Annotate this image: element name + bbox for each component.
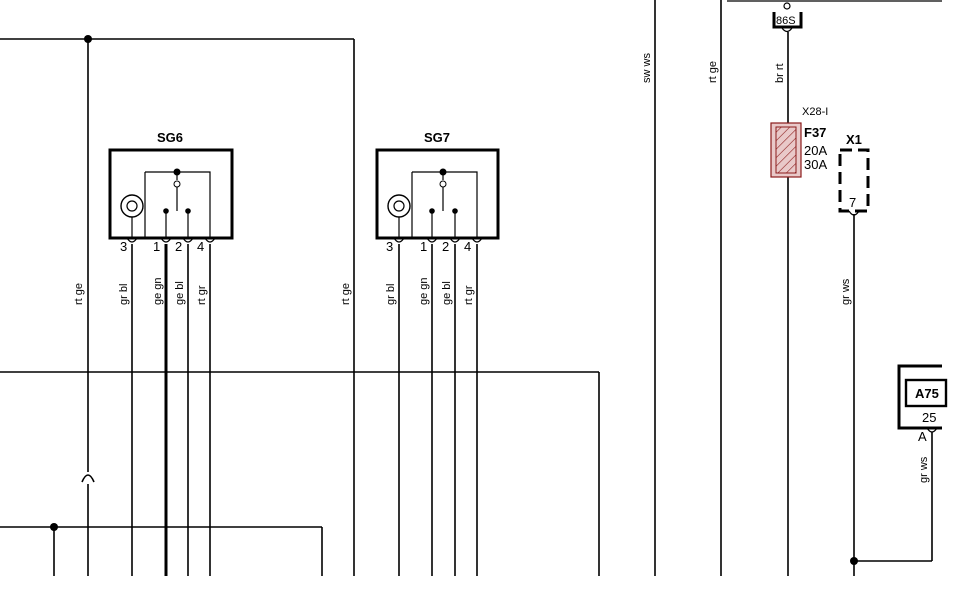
a75-pin-letter: A [918, 429, 927, 444]
sg7-internal-wire [412, 171, 478, 238]
wire-label-rt-gr: rt gr [196, 285, 208, 305]
sg6-pin-label: 4 [197, 239, 204, 254]
pin-connector [182, 237, 194, 243]
pin-connector [393, 237, 405, 243]
pin-connector [848, 210, 860, 216]
wire-label-gr-ws: gr ws [918, 456, 930, 483]
wire-label-ge-gn: ge gn [152, 277, 164, 305]
wire-network [0, 0, 942, 576]
sg6-pin-label: 1 [153, 239, 160, 254]
pin-connector [126, 237, 138, 243]
pin-connector [449, 237, 461, 243]
wire-label-gr-bl: gr bl [385, 284, 397, 305]
wire-label-rt-ge: rt ge [340, 283, 352, 305]
wire-label-gr-ws: gr ws [840, 278, 852, 305]
wire-label-gr-bl: gr bl [118, 284, 130, 305]
x1-box [838, 148, 870, 213]
sg6-title: SG6 [157, 130, 183, 145]
component-sg6[interactable]: SG6 3 1 2 4 [108, 130, 234, 254]
connector-bracket [772, 12, 803, 29]
sg7-pin-label: 2 [442, 239, 449, 254]
sg6-internal-wire [145, 171, 211, 238]
pin-connector [426, 237, 438, 243]
module-a75[interactable]: A75 25 A [897, 364, 948, 444]
junction-dot [850, 557, 858, 565]
pin-connector [471, 237, 483, 243]
sensor-icon [387, 194, 411, 218]
pin-connector [160, 237, 172, 243]
sg7-pin-label: 1 [420, 239, 427, 254]
pin-connector [926, 427, 938, 433]
x1-pin-label: 7 [849, 195, 856, 210]
fuse-f37[interactable]: X28-I F37 20A 30A [770, 106, 828, 178]
wire-crossover-hop [81, 474, 95, 483]
wire-label-ge-bl: ge bl [441, 281, 453, 305]
sensor-icon [120, 194, 144, 218]
connector-86s[interactable]: 86S [772, 2, 803, 33]
sg7-title: SG7 [424, 130, 450, 145]
wire-label-rt-ge: rt ge [707, 61, 719, 83]
wire-labels: rt ge gr bl ge gn ge bl rt gr rt ge gr b… [73, 53, 930, 483]
pin-connector [204, 237, 216, 243]
sensor-icon-inner [126, 200, 138, 212]
fuse-element [775, 126, 797, 174]
wire-label-rt-ge: rt ge [73, 283, 85, 305]
a75-title: A75 [915, 386, 939, 401]
sg6-box [108, 148, 234, 240]
sg6-pin-label: 2 [175, 239, 182, 254]
sg7-box [375, 148, 500, 240]
component-sg7[interactable]: SG7 3 1 2 4 [375, 130, 500, 254]
wire-label-br-rt: br rt [774, 63, 786, 83]
wire-label-sw-ws: sw ws [641, 53, 653, 83]
switch-contact [439, 180, 447, 188]
switch-contact [173, 180, 181, 188]
junction-dot [84, 35, 92, 43]
wire-label-ge-bl: ge bl [174, 281, 186, 305]
connector-pin [783, 2, 791, 10]
a75-outer-box [897, 364, 942, 430]
fuse-connector-label: X28-I [802, 106, 828, 118]
fuse-rating: 30A [804, 157, 827, 172]
connector-x1[interactable]: X1 7 [838, 132, 870, 216]
sg7-pin-label: 4 [464, 239, 471, 254]
fuse-rating: 20A [804, 143, 827, 158]
a75-pin-label: 25 [922, 410, 936, 425]
wire-label-rt-gr: rt gr [463, 285, 475, 305]
wire-label-ge-gn: ge gn [418, 277, 430, 305]
sensor-icon-inner [393, 200, 405, 212]
sg7-pin-label: 3 [386, 239, 393, 254]
connector-86s-label: 86S [776, 15, 796, 27]
pin-connector [781, 27, 793, 33]
junction-dot [50, 523, 58, 531]
x1-title: X1 [846, 132, 862, 147]
a75-label-box [904, 378, 948, 408]
fuse-name: F37 [804, 125, 826, 140]
sg6-pin-label: 3 [120, 239, 127, 254]
